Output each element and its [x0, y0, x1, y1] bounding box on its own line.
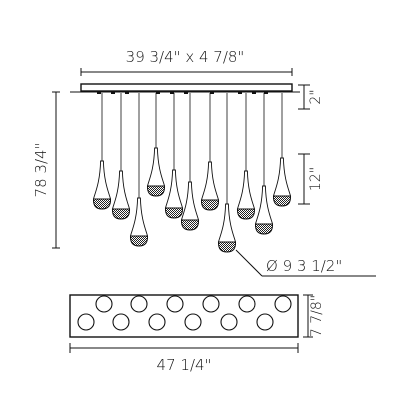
pendant-height-dimension: 12" [298, 153, 324, 205]
canopy-mount [238, 91, 242, 94]
plan-shade-circle [202, 295, 220, 313]
canopy-mount [156, 91, 160, 94]
pendant-glass [164, 169, 184, 209]
pendant [272, 93, 292, 207]
pendant-shade [200, 199, 220, 211]
plan-shade-circle [77, 313, 95, 331]
plan-shade-circle [166, 295, 184, 313]
pendant-glass [200, 161, 220, 201]
plan-shade-circle [274, 295, 292, 313]
pendant [236, 93, 256, 220]
pendant [146, 93, 166, 197]
plan-shade-circle [256, 313, 274, 331]
pendant [111, 93, 131, 220]
canopy-mount [97, 91, 101, 94]
pendant-glass [146, 147, 166, 187]
shade-diameter-label: Ø 9 3 1/2" [266, 257, 342, 275]
canopy-mount [252, 91, 256, 94]
pendant-shade [272, 195, 292, 207]
pendant-shade [254, 223, 274, 235]
pendant [164, 93, 184, 219]
overall-height-dimension: 78 3/4" [32, 91, 60, 249]
pendant-group [92, 93, 292, 253]
pendant [180, 93, 200, 231]
canopy-mount [111, 91, 115, 94]
footprint-width-dimension: 47 1/4" [69, 343, 299, 374]
pendant-shade [111, 208, 131, 220]
plan-view [69, 294, 299, 338]
canopy-mount [264, 91, 268, 94]
footprint-depth-label: 7 7/8" [309, 295, 325, 337]
pendant-height-label: 12" [308, 167, 324, 191]
pendant [200, 93, 220, 211]
canopy [70, 83, 300, 94]
plan-shade-circle [184, 313, 202, 331]
canopy-width-dimension: 39 3/4" x 4 7/8" [80, 48, 293, 76]
overall-height-label: 78 3/4" [32, 143, 50, 198]
pendant-glass [129, 197, 149, 237]
pendant-shade [217, 241, 237, 253]
pendant-glass [180, 181, 200, 221]
canopy-size-label: 39 3/4" x 4 7/8" [126, 48, 245, 66]
pendant [129, 93, 149, 247]
pendant-shade [92, 198, 112, 210]
plan-shade-circle [220, 313, 238, 331]
canopy-mount [125, 91, 129, 94]
footprint-depth-dimension: 7 7/8" [303, 294, 325, 338]
pendant [92, 93, 112, 210]
pendant-shade [129, 235, 149, 247]
plan-shade-circle [95, 295, 113, 313]
pendant [217, 93, 237, 253]
footprint-width-label: 47 1/4" [157, 356, 212, 374]
pendant-glass [111, 170, 131, 210]
pendant-shade [164, 207, 184, 219]
pendant-glass [236, 170, 256, 210]
plan-shade-circle [130, 295, 148, 313]
pendant-shade [146, 185, 166, 197]
plan-shade-circle [112, 313, 130, 331]
pendant [254, 93, 274, 235]
canopy-mount [210, 91, 214, 94]
plan-shade-circle [238, 295, 256, 313]
pendant-glass [92, 160, 112, 200]
pendant-glass [217, 203, 237, 243]
plan-shade-circle [148, 313, 166, 331]
pendant-glass [272, 157, 292, 197]
canopy-drop-dimension: 2" [298, 84, 324, 110]
canopy-mount [170, 91, 174, 94]
pendant-glass [254, 185, 274, 225]
pendant-shade [236, 208, 256, 220]
pendant-shade [180, 219, 200, 231]
canopy-drop-label: 2" [308, 89, 324, 104]
shade-diameter-callout: Ø 9 3 1/2" [235, 249, 376, 277]
canopy-mount [184, 91, 188, 94]
